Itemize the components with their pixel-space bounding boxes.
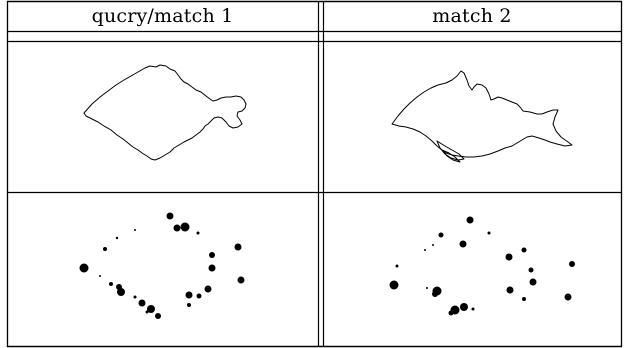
flatfish-outline xyxy=(83,64,247,161)
dot xyxy=(466,216,474,224)
header-query-match-1: qucry/match 1 xyxy=(91,5,234,27)
dot xyxy=(432,291,438,297)
dot xyxy=(155,313,161,319)
dot xyxy=(529,278,537,286)
dot xyxy=(204,285,212,293)
dot xyxy=(569,261,575,267)
dot xyxy=(145,310,149,314)
dot xyxy=(79,263,89,273)
dot xyxy=(395,264,399,268)
dot xyxy=(109,282,113,286)
dot xyxy=(505,253,513,261)
dot xyxy=(528,267,534,273)
dot xyxy=(208,264,216,272)
dot xyxy=(487,231,491,235)
dot xyxy=(134,229,136,231)
dot xyxy=(459,240,467,248)
dot xyxy=(426,287,428,289)
dot xyxy=(196,293,202,299)
dot xyxy=(237,276,245,284)
dot xyxy=(180,222,190,232)
pelvic-fin xyxy=(441,149,461,163)
dot xyxy=(117,288,125,296)
header-match-2: match 2 xyxy=(432,5,512,27)
dot xyxy=(166,212,174,220)
dot xyxy=(196,231,200,235)
dot xyxy=(138,299,146,307)
dot xyxy=(209,252,215,258)
dot xyxy=(389,280,399,290)
dot xyxy=(185,291,193,299)
dot xyxy=(522,297,526,301)
dot xyxy=(471,307,475,311)
dot xyxy=(234,243,242,251)
dot xyxy=(438,232,444,238)
dot xyxy=(448,310,454,316)
dot xyxy=(460,303,468,311)
dot xyxy=(115,236,119,240)
dot xyxy=(432,244,434,246)
dot xyxy=(99,275,101,277)
dot xyxy=(424,249,426,251)
dot xyxy=(147,305,155,313)
dot xyxy=(521,247,527,253)
dot xyxy=(187,303,191,307)
dot xyxy=(103,247,107,251)
dot xyxy=(173,224,181,232)
dot xyxy=(564,293,572,301)
dot xyxy=(506,286,514,294)
dot xyxy=(133,295,137,299)
